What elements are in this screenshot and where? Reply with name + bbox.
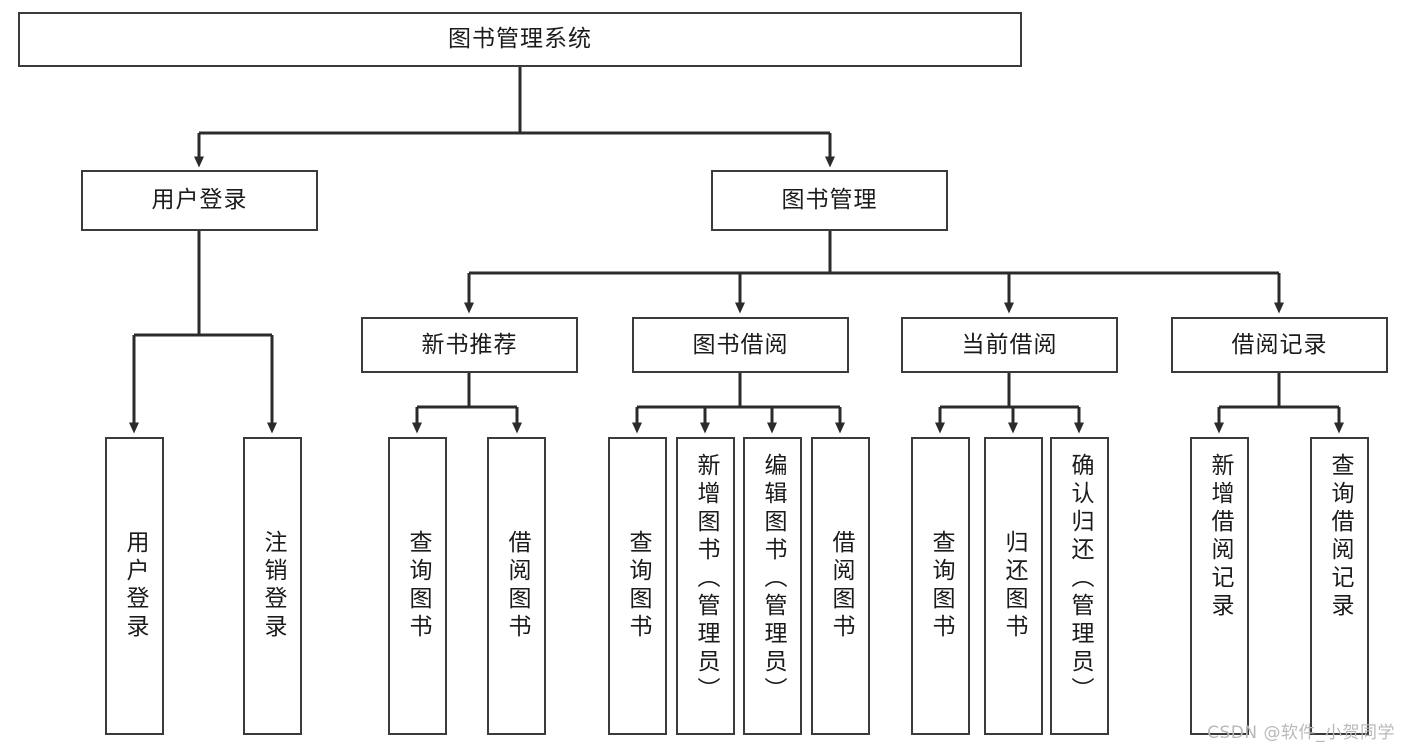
node-leaf[interactable]: 用户登录 bbox=[105, 437, 164, 735]
node-label: 借阅图书 bbox=[504, 530, 530, 642]
node-leaf[interactable]: 确认归还（管理员） bbox=[1050, 437, 1109, 735]
node-leaf[interactable]: 查询图书 bbox=[608, 437, 667, 735]
node-label: 用户登录 bbox=[151, 187, 248, 214]
node-label: 图书管理系统 bbox=[448, 26, 592, 53]
csdn-watermark: CSDN @软件_小贺同学 bbox=[1207, 723, 1395, 743]
node-label: 归还图书 bbox=[1001, 530, 1027, 642]
node-label: 新增借阅记录 bbox=[1207, 453, 1233, 621]
node-new-book-recommend[interactable]: 新书推荐 bbox=[361, 317, 578, 373]
node-label: 用户登录 bbox=[122, 530, 148, 642]
node-leaf[interactable]: 查询借阅记录 bbox=[1310, 437, 1369, 735]
node-label: 查询图书 bbox=[405, 530, 431, 642]
node-label: 新增图书（管理员） bbox=[693, 453, 719, 705]
node-current-borrow[interactable]: 当前借阅 bbox=[901, 317, 1118, 373]
node-book-management[interactable]: 图书管理 bbox=[711, 170, 948, 231]
node-leaf[interactable]: 归还图书 bbox=[984, 437, 1043, 735]
node-leaf[interactable]: 借阅图书 bbox=[811, 437, 870, 735]
node-label: 新书推荐 bbox=[421, 331, 518, 358]
node-borrow-record[interactable]: 借阅记录 bbox=[1171, 317, 1388, 373]
node-leaf[interactable]: 新增借阅记录 bbox=[1190, 437, 1249, 735]
node-leaf[interactable]: 借阅图书 bbox=[487, 437, 546, 735]
node-label: 编辑图书（管理员） bbox=[760, 453, 786, 705]
node-root-system[interactable]: 图书管理系统 bbox=[18, 12, 1022, 67]
node-leaf[interactable]: 编辑图书（管理员） bbox=[743, 437, 802, 735]
node-leaf[interactable]: 注销登录 bbox=[243, 437, 302, 735]
node-label: 图书管理 bbox=[781, 187, 878, 214]
node-leaf[interactable]: 新增图书（管理员） bbox=[676, 437, 735, 735]
node-label: 确认归还（管理员） bbox=[1067, 453, 1093, 705]
node-label: 当前借阅 bbox=[961, 331, 1058, 358]
node-user-login[interactable]: 用户登录 bbox=[81, 170, 318, 231]
node-label: 图书借阅 bbox=[692, 331, 789, 358]
node-label: 查询图书 bbox=[625, 530, 651, 642]
node-label: 查询图书 bbox=[928, 530, 954, 642]
node-leaf[interactable]: 查询图书 bbox=[911, 437, 970, 735]
node-label: 借阅图书 bbox=[828, 530, 854, 642]
node-label: 借阅记录 bbox=[1231, 331, 1328, 358]
node-label: 查询借阅记录 bbox=[1327, 453, 1353, 621]
node-leaf[interactable]: 查询图书 bbox=[388, 437, 447, 735]
node-label: 注销登录 bbox=[260, 530, 286, 642]
node-book-borrow[interactable]: 图书借阅 bbox=[632, 317, 849, 373]
